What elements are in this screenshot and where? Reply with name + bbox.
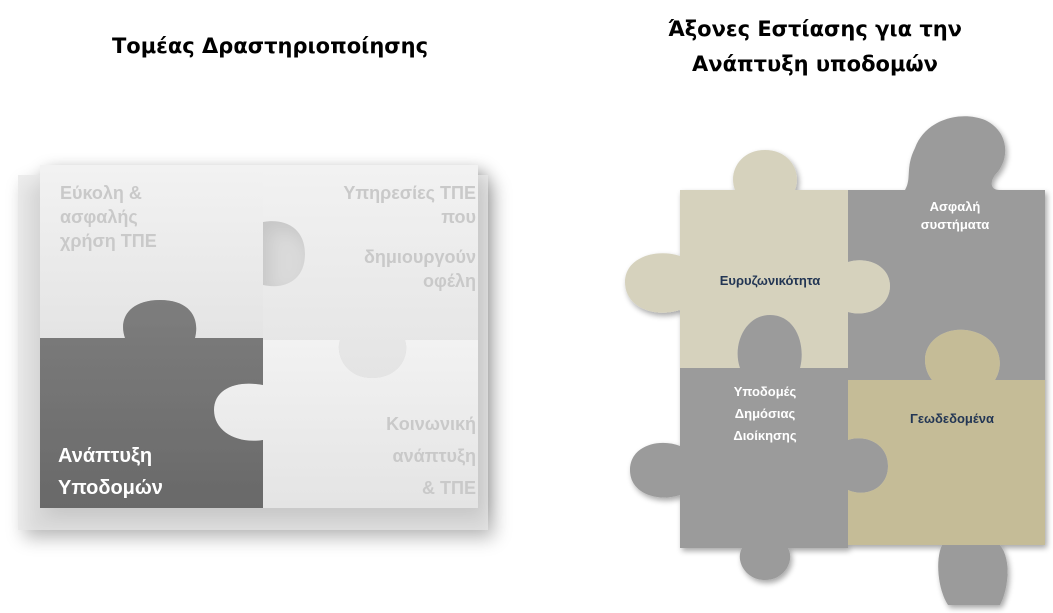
svg-text:Υποδομών: Υποδομών xyxy=(58,477,163,499)
left-title-text: Τομέας Δραστηριοποίησης xyxy=(111,34,429,58)
piece-secure-systems xyxy=(848,116,1045,381)
svg-text:που: που xyxy=(441,207,476,227)
piece-bottom-tab xyxy=(938,545,1008,605)
right-puzzle xyxy=(625,116,1045,605)
label-bottom-right: Κοινωνική ανάπτυξη & ΤΠΕ xyxy=(386,414,476,498)
right-labels: Ευρυζωνικότητα Ασφαλή συστήματα Υποδομές… xyxy=(720,199,994,443)
svg-text:Κοινωνική: Κοινωνική xyxy=(386,414,476,434)
label-broadband: Ευρυζωνικότητα xyxy=(720,273,821,288)
label-public-admin: Υποδομές Δημόσιας Διοίκησης xyxy=(733,384,797,443)
svg-text:Ασφαλή: Ασφαλή xyxy=(930,199,981,214)
piece-top-left xyxy=(40,165,263,338)
right-title-line2: Ανάπτυξη υποδομών xyxy=(692,52,938,76)
svg-text:Υπηρεσίες ΤΠΕ: Υπηρεσίες ΤΠΕ xyxy=(343,183,476,203)
svg-text:& ΤΠΕ: & ΤΠΕ xyxy=(422,478,476,498)
svg-text:Διοίκησης: Διοίκησης xyxy=(733,428,797,443)
piece-top-right xyxy=(263,165,478,378)
left-puzzle xyxy=(18,165,488,530)
svg-text:Εύκολη &: Εύκολη & xyxy=(60,183,142,203)
svg-text:δημιουργούν: δημιουργούν xyxy=(364,247,476,267)
piece-geodata xyxy=(848,329,1045,590)
svg-text:συστήματα: συστήματα xyxy=(921,217,989,232)
svg-text:ανάπτυξη: ανάπτυξη xyxy=(393,446,476,467)
label-secure-systems: Ασφαλή συστήματα xyxy=(921,199,989,232)
svg-text:οφέλη: οφέλη xyxy=(423,271,476,291)
piece-public-admin xyxy=(630,315,888,580)
svg-text:Δημόσιας: Δημόσιας xyxy=(735,406,796,421)
piece-bottom-left xyxy=(40,300,263,508)
piece-broadband xyxy=(625,150,890,368)
right-title: Άξονες Εστίασης για την Ανάπτυξη υποδομώ… xyxy=(610,12,1020,82)
svg-text:ασφαλής: ασφαλής xyxy=(60,207,138,227)
right-title-line1: Άξονες Εστίασης για την xyxy=(668,17,962,41)
label-top-right: Υπηρεσίες ΤΠΕ που δημιουργούν οφέλη xyxy=(343,183,476,291)
left-labels: Εύκολη & ασφαλής χρήση ΤΠΕ Υπηρεσίες ΤΠΕ… xyxy=(58,183,476,499)
svg-text:Υποδομές: Υποδομές xyxy=(734,384,797,399)
svg-text:Ανάπτυξη: Ανάπτυξη xyxy=(58,445,152,467)
piece-bottom-right xyxy=(214,340,478,508)
svg-text:χρήση ΤΠΕ: χρήση ΤΠΕ xyxy=(60,231,157,251)
label-geodata: Γεωδεδομένα xyxy=(910,411,994,426)
label-top-left: Εύκολη & ασφαλής χρήση ΤΠΕ xyxy=(60,183,157,251)
label-bottom-left: Ανάπτυξη Υποδομών xyxy=(58,445,163,499)
left-title: Τομέας Δραστηριοποίησης xyxy=(40,34,500,58)
